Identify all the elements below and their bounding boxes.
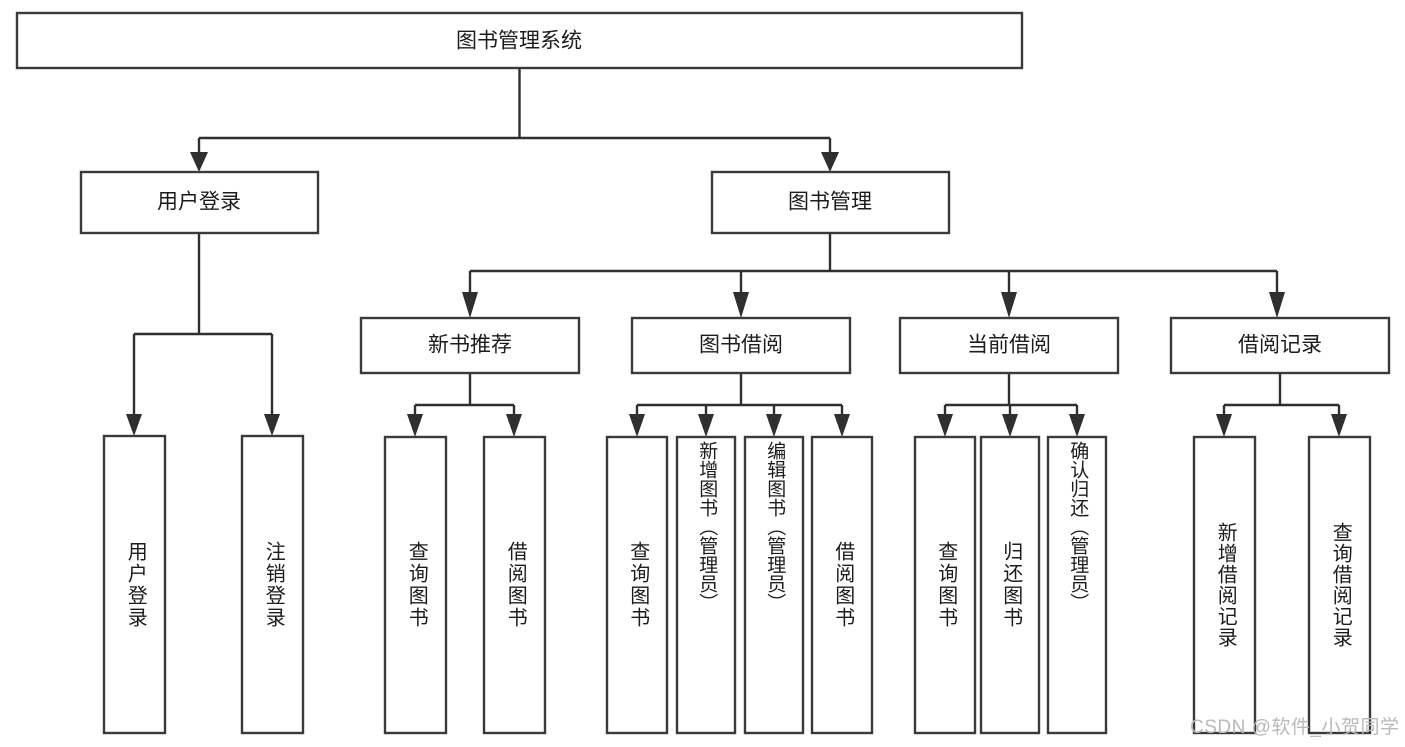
node-leaf-query-record-box[interactable] (1307, 435, 1372, 735)
node-root-box[interactable] (15, 11, 1024, 70)
node-user-login[interactable]: 用户登录 (79, 170, 320, 235)
node-leaf-borrow-book-1-box[interactable] (482, 435, 547, 735)
node-leaf-add-book-box[interactable] (675, 435, 737, 735)
arrow-to-leaf-add-book (698, 414, 714, 437)
node-leaf-query-book-1-box[interactable] (383, 435, 448, 735)
node-book-manage-box[interactable] (710, 170, 951, 235)
arrow-to-leaf-add-record (1216, 414, 1232, 437)
node-book-borrow-box[interactable] (630, 316, 852, 375)
arrow-to-leaf-query-record (1331, 414, 1347, 437)
arrow-to-leaf-query-book-3 (937, 414, 953, 437)
node-new-book-recommend-box[interactable] (359, 316, 581, 375)
node-current-borrow-label: 当前借阅 (967, 334, 1051, 357)
arrow-root-to-user-login (190, 152, 208, 172)
node-new-book-recommend-label: 新书推荐 (428, 334, 512, 357)
node-leaf-add-record-box[interactable] (1192, 435, 1257, 735)
node-leaf-logout-box[interactable] (240, 434, 305, 735)
arrow-to-leaf-query-book-2 (629, 414, 645, 437)
node-borrow-record[interactable]: 借阅记录 (1169, 316, 1391, 375)
node-root[interactable]: 图书管理系统 (15, 11, 1024, 70)
arrow-to-leaf-edit-book (766, 414, 782, 437)
arrow-to-leaf-user-login (126, 414, 142, 436)
csdn-watermark: CSDN @软件_小贺同学 (1190, 717, 1400, 738)
arrow-to-leaf-borrow-book-2 (834, 414, 850, 437)
node-book-borrow[interactable]: 图书借阅 (630, 316, 852, 375)
node-book-manage-label: 图书管理 (788, 191, 872, 214)
arrow-to-new-book-recommend (462, 292, 478, 318)
node-current-borrow-box[interactable] (898, 316, 1120, 375)
node-leaf-confirm-return-box[interactable] (1046, 435, 1108, 735)
arrow-root-to-book-manage (821, 152, 839, 172)
node-current-borrow[interactable]: 当前借阅 (898, 316, 1120, 375)
node-leaf-return-book-box[interactable] (979, 435, 1041, 735)
arrow-to-leaf-return-book (1002, 414, 1018, 437)
node-user-login-label: 用户登录 (157, 191, 241, 214)
node-root-label: 图书管理系统 (456, 30, 582, 53)
node-leaf-edit-book-box[interactable] (743, 435, 805, 735)
node-leaf-query-book-2-box[interactable] (605, 435, 669, 735)
node-borrow-record-box[interactable] (1169, 316, 1391, 375)
node-user-login-box[interactable] (79, 170, 320, 235)
arrow-to-leaf-logout (264, 414, 280, 436)
arrow-to-current-borrow (1001, 292, 1017, 318)
node-leaf-borrow-book-2-box[interactable] (810, 435, 874, 735)
node-leaf-query-book-3-box[interactable] (913, 435, 977, 735)
arrow-to-leaf-confirm-return (1069, 414, 1085, 437)
arrow-to-leaf-borrow-book-1 (506, 414, 522, 437)
node-book-borrow-label: 图书借阅 (699, 334, 783, 357)
node-borrow-record-label: 借阅记录 (1238, 334, 1322, 357)
connector-group (126, 68, 1347, 437)
arrow-to-book-borrow (733, 292, 749, 318)
node-book-manage[interactable]: 图书管理 (710, 170, 951, 235)
arrow-to-borrow-record (1269, 292, 1285, 318)
arrow-to-leaf-query-book-1 (407, 414, 423, 437)
node-leaf-user-login-box[interactable] (102, 434, 167, 735)
node-new-book-recommend[interactable]: 新书推荐 (359, 316, 581, 375)
